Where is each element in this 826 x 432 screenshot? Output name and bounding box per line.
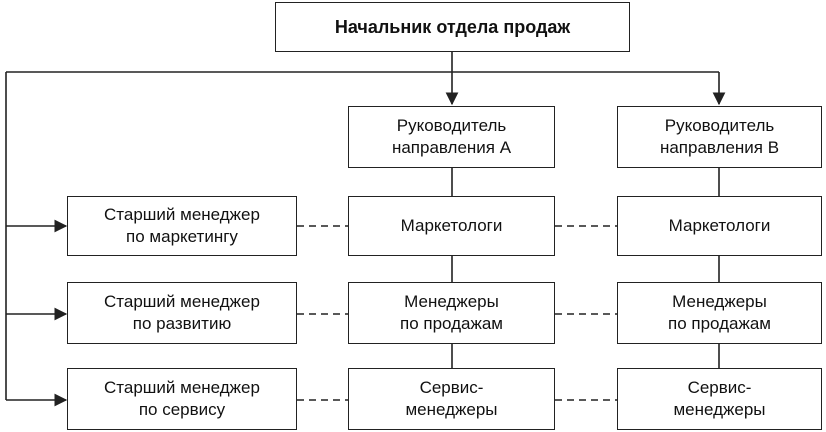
senior-manager-development-box: Старший менеджер по развитию: [67, 282, 297, 344]
director-a-box: Руководитель направления А: [348, 106, 555, 168]
director-b-box: Руководитель направления В: [617, 106, 822, 168]
b-service-managers-box: Сервис- менеджеры: [617, 368, 822, 430]
senior-manager-marketing-box: Старший менеджер по маркетингу: [67, 196, 297, 256]
head-of-sales-box: Начальник отдела продаж: [275, 2, 630, 52]
a-sales-managers-box: Менеджеры по продажам: [348, 282, 555, 344]
senior-manager-service-box: Старший менеджер по сервису: [67, 368, 297, 430]
a-service-managers-box: Сервис- менеджеры: [348, 368, 555, 430]
b-marketers-box: Маркетологи: [617, 196, 822, 256]
b-sales-managers-box: Менеджеры по продажам: [617, 282, 822, 344]
a-marketers-box: Маркетологи: [348, 196, 555, 256]
